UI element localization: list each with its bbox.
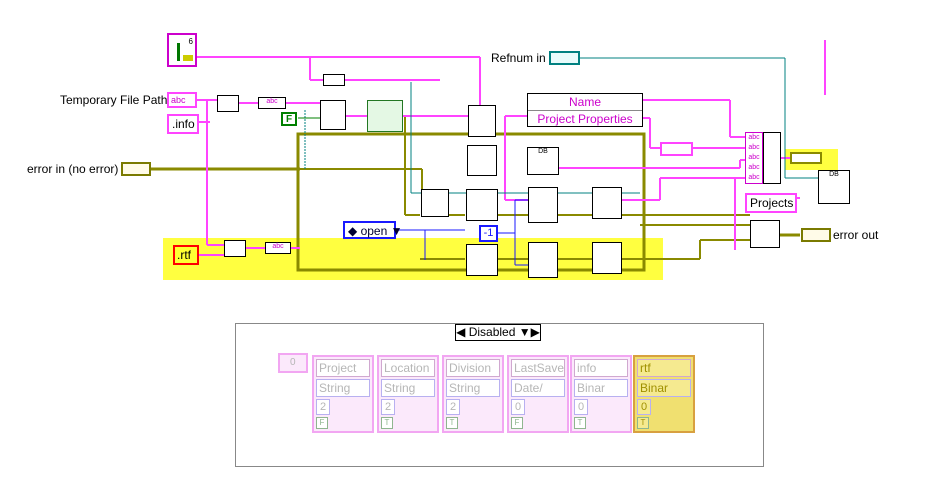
close-file-node-rtf[interactable] bbox=[592, 242, 622, 274]
db-date-node[interactable]: DB bbox=[527, 147, 559, 175]
read-binary-node[interactable] bbox=[528, 187, 558, 223]
array-element-1: abc bbox=[748, 134, 760, 141]
delete-file-node[interactable] bbox=[421, 189, 449, 217]
concatenate-node[interactable] bbox=[763, 132, 781, 184]
temp-file-path-terminal[interactable]: abc bbox=[167, 92, 197, 108]
column-size: 2 bbox=[316, 399, 330, 415]
rtf-constant[interactable]: .rtf bbox=[173, 245, 199, 265]
column-type: String bbox=[316, 379, 370, 397]
column-flag: T bbox=[381, 417, 393, 429]
variant-to-data-node[interactable] bbox=[660, 142, 693, 156]
bundle-by-name[interactable]: Name Project Properties bbox=[527, 93, 643, 127]
column-name: LastSave bbox=[511, 359, 565, 377]
unbundle-icon[interactable] bbox=[323, 74, 345, 86]
column-name: Location bbox=[381, 359, 435, 377]
column-size: 2 bbox=[381, 399, 395, 415]
error-out-terminal[interactable] bbox=[801, 228, 831, 242]
array-element-5: abc bbox=[748, 174, 760, 181]
to-cluster-node[interactable] bbox=[790, 152, 822, 164]
open-file-node[interactable] bbox=[320, 100, 346, 130]
bundle-field-name: Name bbox=[528, 94, 642, 111]
column-size: 0 bbox=[511, 399, 525, 415]
column-cluster-rtf: rtf Binar 0 T bbox=[633, 355, 695, 433]
column-cluster-info: info Binar 0 T bbox=[570, 355, 632, 433]
error-in-terminal[interactable] bbox=[121, 162, 151, 176]
column-name: rtf bbox=[637, 359, 691, 377]
build-path-node[interactable] bbox=[217, 95, 239, 112]
merge-errors-node[interactable] bbox=[750, 220, 780, 248]
column-name: Project bbox=[316, 359, 370, 377]
error-in-label: error in (no error) bbox=[27, 162, 119, 176]
case-selector-label: Disabled bbox=[468, 325, 516, 339]
open-enum-constant[interactable]: ◆ open ▼ bbox=[343, 221, 403, 239]
column-type: Binar bbox=[574, 379, 628, 397]
open-enum-value: open bbox=[360, 224, 388, 238]
close-file-node[interactable] bbox=[592, 187, 622, 219]
column-cluster-project: Project String 2 F bbox=[312, 355, 374, 433]
error-out-label: error out bbox=[833, 228, 879, 242]
array-element-2: abc bbox=[748, 144, 760, 151]
column-size: 0 bbox=[574, 399, 588, 415]
build-path-node-rtf[interactable] bbox=[224, 240, 246, 257]
column-type: Date/ bbox=[511, 379, 565, 397]
array-element-3: abc bbox=[748, 154, 760, 161]
column-cluster-division: Division String 2 T bbox=[442, 355, 504, 433]
tree-icon bbox=[177, 43, 180, 61]
dropdown-icon: ▼ bbox=[390, 224, 403, 238]
refnum-in-label: Refnum in bbox=[491, 51, 546, 65]
file-info-node[interactable] bbox=[367, 100, 403, 132]
enum-arrows-icon: ◆ bbox=[348, 224, 358, 238]
column-cluster-location: Location String 2 T bbox=[377, 355, 439, 433]
column-type: Binar bbox=[637, 379, 691, 397]
case-selector[interactable]: ◀ Disabled ▼▶ bbox=[455, 324, 541, 341]
temp-file-path-label: Temporary File Path bbox=[60, 93, 168, 107]
path-to-string-node[interactable]: abc bbox=[258, 97, 286, 109]
new-file-node[interactable] bbox=[466, 189, 498, 221]
column-type: String bbox=[446, 379, 500, 397]
column-type: String bbox=[381, 379, 435, 397]
array-index-display[interactable]: 0 bbox=[278, 353, 308, 373]
read-binary-node-rtf[interactable] bbox=[528, 242, 558, 278]
refnum-in-terminal[interactable] bbox=[549, 51, 580, 65]
column-size: 2 bbox=[446, 399, 460, 415]
timestamp-node[interactable] bbox=[467, 145, 497, 176]
info-constant[interactable]: .info bbox=[167, 114, 199, 134]
path-to-string-node-rtf[interactable]: abc bbox=[265, 242, 291, 254]
column-cluster-lastsave: LastSave Date/ 0 F bbox=[507, 355, 569, 433]
false-constant[interactable]: F bbox=[281, 112, 297, 126]
build-array-node[interactable]: abc abc abc abc abc bbox=[745, 132, 763, 184]
db-insert-data-node[interactable]: DB bbox=[818, 170, 850, 204]
db-insert-node[interactable] bbox=[468, 105, 496, 137]
bundle-field-project-properties: Project Properties bbox=[537, 112, 633, 126]
column-flag: F bbox=[316, 417, 328, 429]
column-flag: T bbox=[446, 417, 458, 429]
column-flag: F bbox=[511, 417, 523, 429]
case-dropdown-icon[interactable]: ▼▶ bbox=[518, 325, 540, 339]
column-name: Division bbox=[446, 359, 500, 377]
column-size: 0 bbox=[637, 399, 651, 415]
column-flag: T bbox=[637, 417, 649, 429]
flat-sequence-icon[interactable]: 6 bbox=[167, 33, 197, 67]
projects-constant[interactable]: Projects bbox=[745, 193, 797, 213]
minus-one-constant[interactable]: -1 bbox=[479, 225, 498, 242]
arrow-icon bbox=[183, 55, 193, 61]
sequence-count: 6 bbox=[188, 37, 193, 46]
previous-case-icon[interactable]: ◀ bbox=[456, 325, 466, 339]
array-element-4: abc bbox=[748, 164, 760, 171]
column-name: info bbox=[574, 359, 628, 377]
column-flag: T bbox=[574, 417, 586, 429]
new-file-node-rtf[interactable] bbox=[466, 244, 498, 276]
